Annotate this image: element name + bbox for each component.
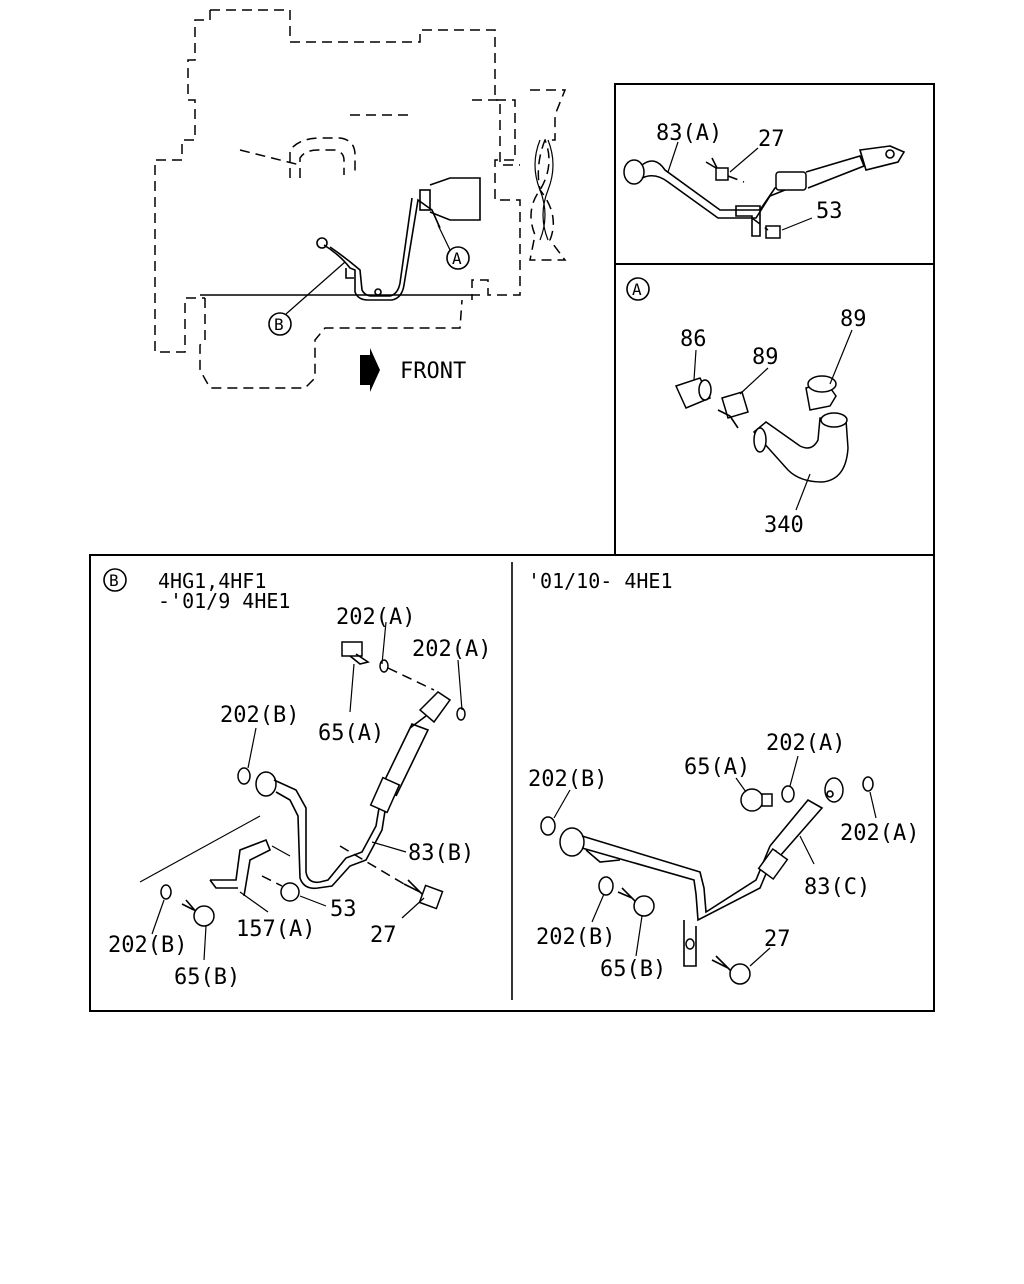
inset-top-label-0: 83(A): [656, 121, 722, 146]
inset-a: A 86 89 89 340: [614, 263, 935, 556]
panel-b-left-label-7: 157(A): [236, 917, 315, 942]
inset-a-frame: [614, 263, 935, 556]
panel-b-left-label-5: 53: [330, 897, 357, 922]
panel-b-left-label-9: 65(B): [174, 965, 240, 990]
panel-b-right-label-6: 202(B): [536, 925, 615, 950]
panel-b-left-label-6: 27: [370, 923, 397, 948]
inset-a-marker-circle: [626, 277, 650, 301]
panel-b-left-variant-2: -'01/9 4HE1: [158, 589, 290, 613]
inset-top-label-1: 27: [758, 127, 785, 152]
panel-b-left-label-3: 202(B): [220, 703, 299, 728]
panel-b-right-drawing: 65(A) 202(A) 202(B) 202(A) 83(C) 27 202(…: [528, 731, 919, 985]
panel-b-right-variant-1: '01/10- 4HE1: [528, 569, 673, 593]
inset-a-marker: A: [632, 280, 642, 299]
callout-b-circle: [268, 312, 292, 336]
panel-b-right-label-1: 202(A): [766, 731, 845, 756]
panel-b-frame: [89, 554, 935, 1012]
panel-b-left-label-1: 202(A): [412, 637, 491, 662]
panel-b-left-label-8: 202(B): [108, 933, 187, 958]
inset-a-label-2: 89: [840, 307, 867, 332]
inset-a-label-0: 86: [680, 327, 707, 352]
engine-overview: A B FRONT: [154, 9, 567, 392]
front-label: FRONT: [400, 359, 466, 384]
panel-b-right-label-5: 27: [764, 927, 791, 952]
panel-b-left-label-4: 83(B): [408, 841, 474, 866]
panel-b-right-label-4: 83(C): [804, 875, 870, 900]
panel-b-right-label-3: 202(A): [840, 821, 919, 846]
inset-a-label-3: 340: [764, 513, 804, 538]
panel-b-left-drawing: 202(A) 202(A) 65(A) 202(B) 83(B) 53 27 1…: [108, 605, 491, 990]
panel-b: B 4HG1,4HF1 -'01/9 4HE1 '01/10- 4HE1: [89, 554, 935, 1012]
inset-top: 83(A) 27 53: [614, 83, 935, 265]
panel-b-marker: B: [109, 571, 119, 590]
panel-b-left-label-0: 202(A): [336, 605, 415, 630]
callout-a-circle: [446, 246, 470, 270]
panel-b-right-label-7: 65(B): [600, 957, 666, 982]
inset-top-label-2: 53: [816, 199, 843, 224]
inset-a-label-1: 89: [752, 345, 779, 370]
panel-b-right-label-2: 202(B): [528, 767, 607, 792]
panel-b-right-label-0: 65(A): [684, 755, 750, 780]
panel-b-marker-circle: [103, 568, 127, 592]
panel-b-left-label-2: 65(A): [318, 721, 384, 746]
front-arrow-icon: [360, 348, 380, 392]
panel-b-left-variant-1: 4HG1,4HF1: [158, 569, 266, 593]
callout-a-label: A: [452, 249, 462, 268]
callout-b-label: B: [274, 315, 284, 334]
